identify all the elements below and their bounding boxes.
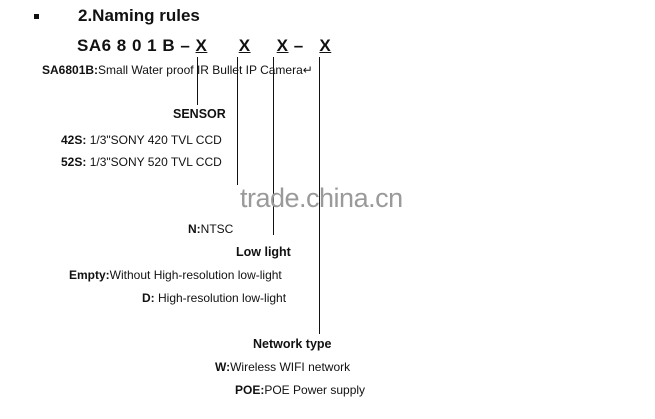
option-key: POE:	[235, 383, 265, 397]
option-value: 1/3"SONY 420 TVL CCD	[86, 133, 222, 147]
connector-line-lowlight	[273, 57, 274, 235]
network-option: POE:POE Power supply	[235, 383, 365, 397]
description-key: SA6801B:	[42, 63, 99, 77]
option-value: High-resolution low-light	[154, 291, 287, 305]
option-key: 52S:	[61, 155, 87, 169]
option-key: W:	[215, 360, 231, 374]
network-option: W:Wireless WIFI network	[215, 360, 350, 374]
model-separator: –	[293, 36, 304, 55]
model-field-network: X	[319, 36, 332, 55]
lowlight-option: D: High-resolution low-light	[142, 291, 286, 305]
option-value: Wireless WIFI network	[230, 360, 351, 374]
watermark: trade.china.cn	[240, 183, 403, 213]
option-key: Empty:	[69, 268, 110, 282]
connector-line-video	[237, 57, 238, 185]
network-title: Network type	[253, 337, 332, 351]
model-code: SA6 8 0 1 B – X X X – X	[77, 36, 331, 56]
video-option: N:NTSC	[188, 222, 233, 236]
model-field-sensor: X	[195, 36, 208, 55]
model-prefix: SA6 8 0 1 B –	[77, 36, 191, 55]
lowlight-option: Empty:Without High-resolution low-light	[69, 268, 282, 282]
sensor-title: SENSOR	[173, 107, 226, 121]
bullet-marker	[34, 14, 39, 19]
sensor-option: 42S: 1/3"SONY 420 TVL CCD	[61, 133, 222, 147]
option-value: POE Power supply	[264, 383, 366, 397]
option-value: Without High-resolution low-light	[109, 268, 282, 282]
model-description: SA6801B:Small Water proof IR Bullet IP C…	[42, 63, 313, 77]
connector-line-network	[319, 57, 320, 334]
model-field-lowlight: X	[276, 36, 289, 55]
lowlight-title: Low light	[236, 245, 291, 259]
option-value: NTSC	[200, 222, 234, 236]
sensor-option: 52S: 1/3"SONY 520 TVL CCD	[61, 155, 222, 169]
connector-line-sensor	[197, 57, 198, 105]
section-heading: 2.Naming rules	[78, 6, 200, 25]
option-key: N:	[188, 222, 201, 236]
option-key: D:	[142, 291, 155, 305]
option-value: 1/3"SONY 520 TVL CCD	[86, 155, 222, 169]
model-field-video: X	[238, 36, 251, 55]
option-key: 42S:	[61, 133, 87, 147]
description-value: Small Water proof IR Bullet IP Camera↵	[98, 63, 313, 77]
